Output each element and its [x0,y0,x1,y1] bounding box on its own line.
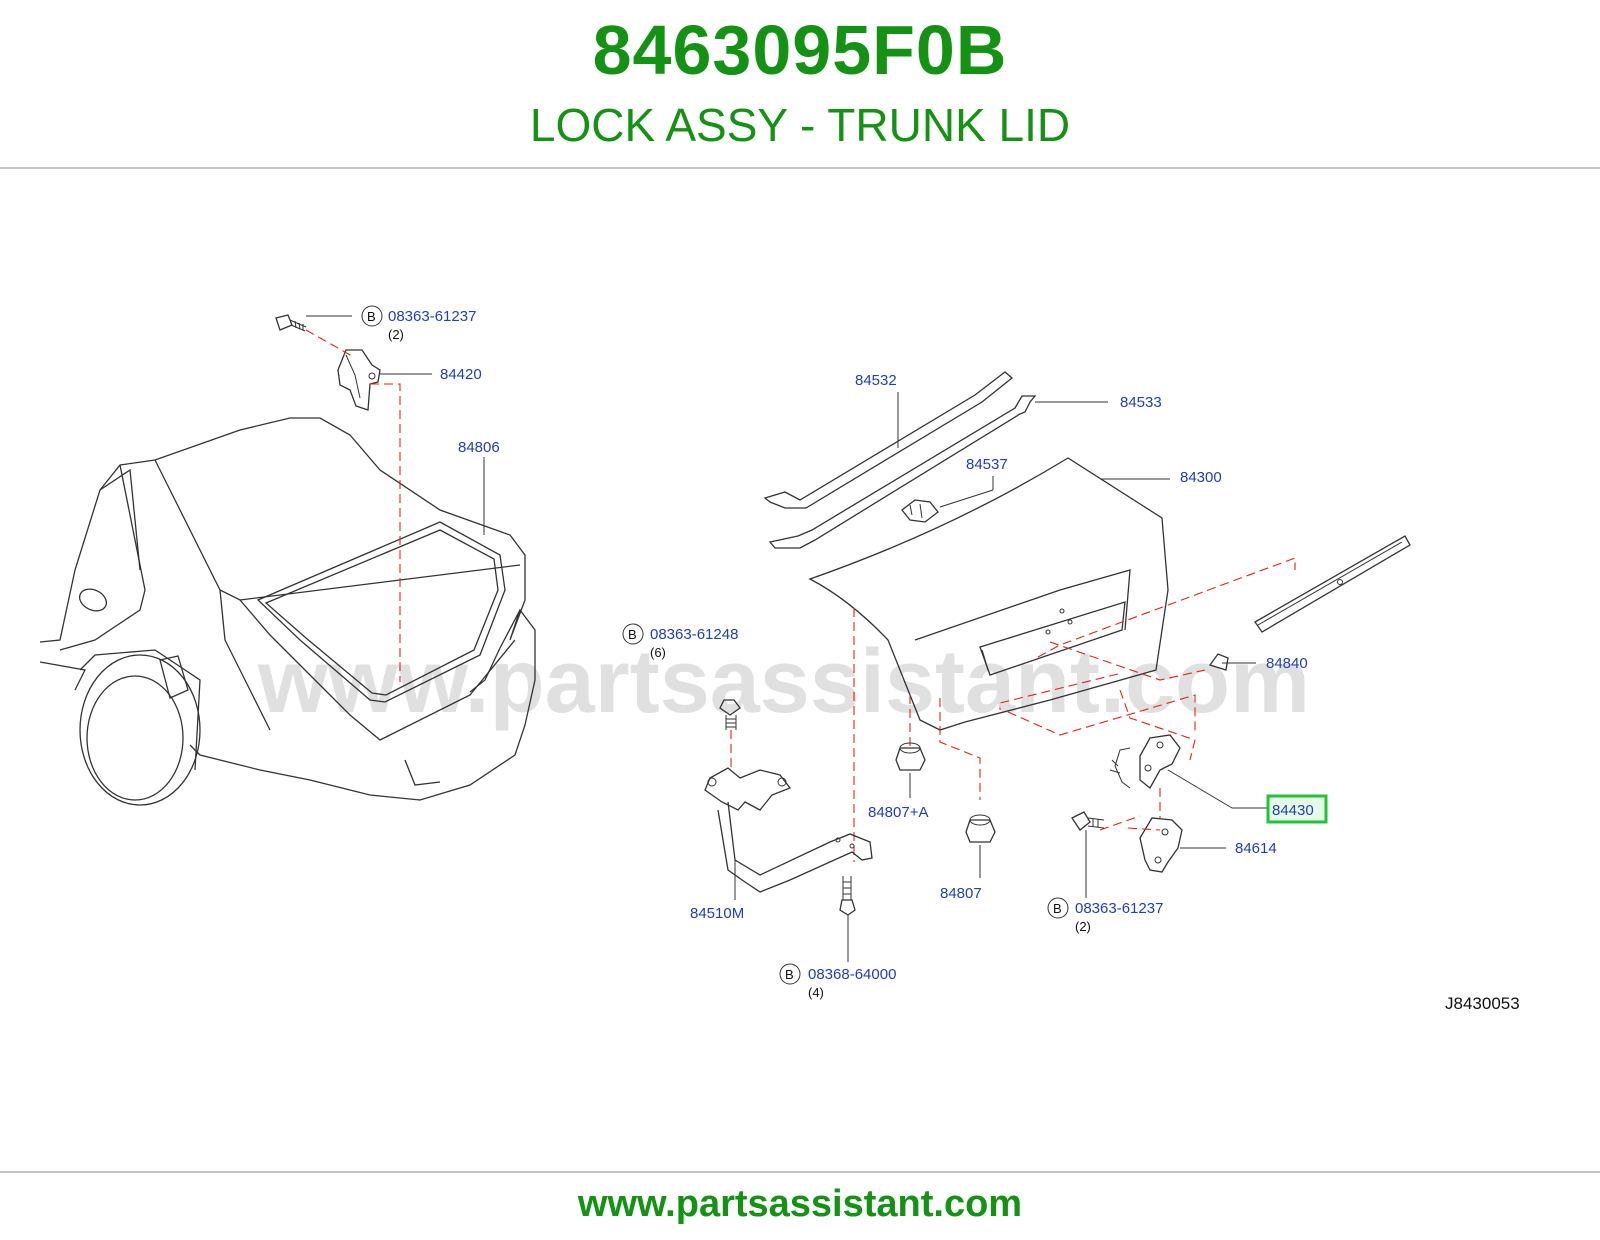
svg-text:84300: 84300 [1180,469,1222,486]
bolt-icon-lock [1071,811,1105,831]
header-divider [0,167,1600,169]
callout-bolt-hinge-lower: B 08368-64000 (4) [779,915,896,1000]
striker-84614 [1139,817,1183,873]
svg-text:84614: 84614 [1235,840,1277,857]
trunk-lid-84300 [808,457,1169,731]
callout-84420: 84420 [380,366,482,383]
bolt-icon-hinge-upper [719,699,741,730]
trim-strip [1254,535,1411,633]
svg-text:(4): (4) [808,985,824,1000]
footer-divider [0,1171,1600,1173]
dashed-line-lock [1099,788,1161,831]
torsion-rod-84533 [768,395,1037,549]
svg-text:84806: 84806 [458,439,500,456]
parts-diagram: www.partsassistant.com B [39,305,1520,1013]
svg-text:84532: 84532 [855,372,897,389]
torsion-rod-84532 [763,371,1014,509]
dashed-line-84420 [305,329,401,682]
svg-text:08368-64000: 08368-64000 [808,966,896,983]
bolt-icon-hinge-lower [839,876,856,916]
callout-84537: 84537 [939,456,1008,508]
dashed-lines-trunk [853,557,1296,862]
svg-text:84807+A: 84807+A [868,804,928,821]
callout-84430-highlighted: 84430 [1167,769,1328,824]
clip-84537 [901,499,939,523]
callout-84510m: 84510M [690,860,744,922]
callout-bolt-hinge-upper: B 08363-61248 (6) [622,623,738,660]
callout-bolt-lock: B 08363-61237 (2) [1047,830,1163,934]
callout-84532: 84532 [855,372,899,448]
svg-text:(6): (6) [650,645,666,660]
callout-84300: 84300 [1100,469,1222,486]
hinge-84510m [704,767,873,893]
svg-text:B: B [785,967,794,982]
svg-text:84537: 84537 [966,456,1008,473]
watermark-text: www.partsassistant.com [257,632,1310,732]
footer-website-link[interactable]: www.partsassistant.com [577,1183,1023,1225]
svg-text:08363-61237: 08363-61237 [388,308,476,325]
callout-84806: 84806 [458,439,500,535]
svg-text:84840: 84840 [1266,655,1308,672]
svg-text:08363-61248: 08363-61248 [650,626,738,643]
svg-text:08363-61237: 08363-61237 [1075,900,1163,917]
svg-text:(2): (2) [388,327,404,342]
svg-text:B: B [1053,901,1062,916]
bumper-84807a [895,742,926,771]
callout-84614: 84614 [1180,840,1277,857]
car-body-illustration [39,417,536,806]
callout-84840: 84840 [1222,655,1308,672]
callout-84807: 84807 [940,845,982,902]
callout-84533: 84533 [1035,394,1162,411]
svg-text:84420: 84420 [440,366,482,383]
svg-text:84430: 84430 [1272,802,1314,819]
bumper-84807 [965,814,996,843]
svg-text:B: B [628,627,637,642]
svg-text:84510M: 84510M [690,905,744,922]
lock-assembly-84430 [1109,734,1181,789]
bumper-84840 [1208,653,1229,671]
svg-text:84807: 84807 [940,885,982,902]
callout-bolt-84420: B 08363-61237 (2) [306,305,476,342]
callout-84807a: 84807+A [868,773,928,821]
svg-text:84533: 84533 [1120,394,1162,411]
part-number-title: 8463095F0B [592,11,1008,89]
hinge-bracket-84420 [337,349,381,411]
svg-text:B: B [367,309,376,324]
part-name-subtitle: LOCK ASSY - TRUNK LID [529,99,1071,151]
bolt-icon-84420 [275,314,307,332]
svg-text:(2): (2) [1075,919,1091,934]
diagram-reference-code: J8430053 [1445,994,1520,1013]
